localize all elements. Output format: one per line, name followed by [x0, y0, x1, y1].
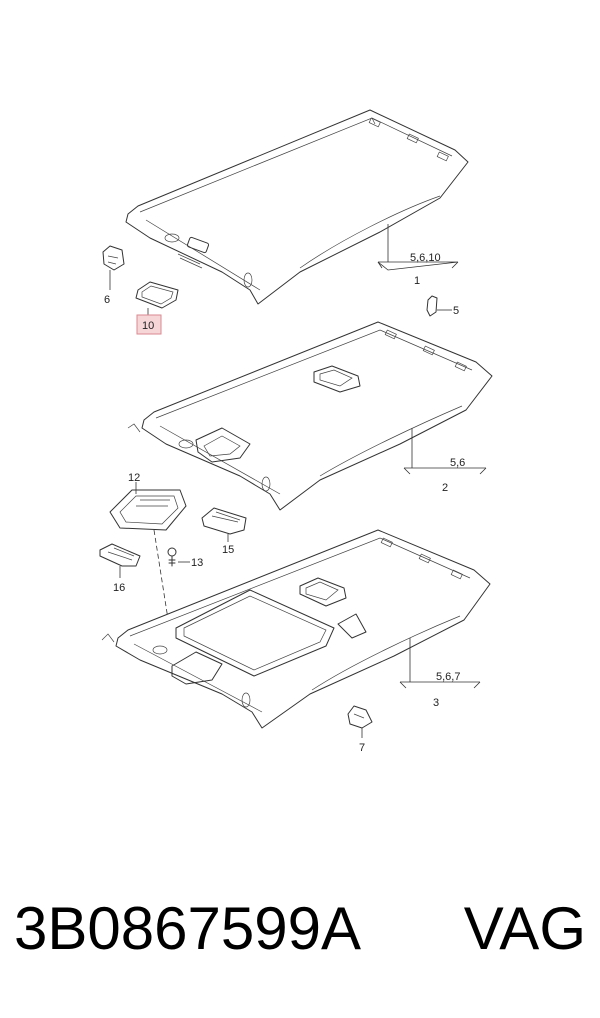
callout-1-group: 5,6,10: [410, 252, 441, 264]
part-15-bracket: [201, 507, 247, 535]
callout-5: 5: [453, 305, 459, 317]
callout-15: 15: [222, 544, 234, 556]
callout-13: 13: [191, 557, 203, 569]
brand-caption: VAG: [463, 895, 586, 962]
part-12-console: [109, 489, 187, 531]
headliner-1: [125, 109, 469, 305]
callout-2-group: 5,6: [450, 457, 465, 469]
part-5-hook: [426, 295, 438, 317]
part-number-caption: 3B0867599A: [14, 895, 361, 962]
part-10-cover: [135, 281, 179, 309]
part-16-bracket: [99, 543, 141, 567]
callout-10: 10: [142, 320, 154, 332]
headliner-exploded-diagram: 5,6,10 1 6 10 5 5,6 2: [99, 109, 493, 754]
callout-12: 12: [128, 472, 140, 484]
callout-3: 3: [433, 697, 439, 709]
part-6-clip: [102, 245, 125, 271]
part-13-screw: [167, 547, 177, 567]
callout-1: 1: [414, 275, 420, 287]
callout-3-group: 5,6,7: [436, 671, 460, 683]
callout-6: 6: [104, 294, 110, 306]
callout-16: 16: [113, 582, 125, 594]
callout-7: 7: [359, 742, 365, 754]
part-7-clip: [347, 705, 373, 729]
callout-10-highlight: [136, 314, 162, 335]
callout-2: 2: [442, 482, 448, 494]
headliner-2: [127, 321, 493, 511]
headliner-3: [101, 529, 491, 729]
